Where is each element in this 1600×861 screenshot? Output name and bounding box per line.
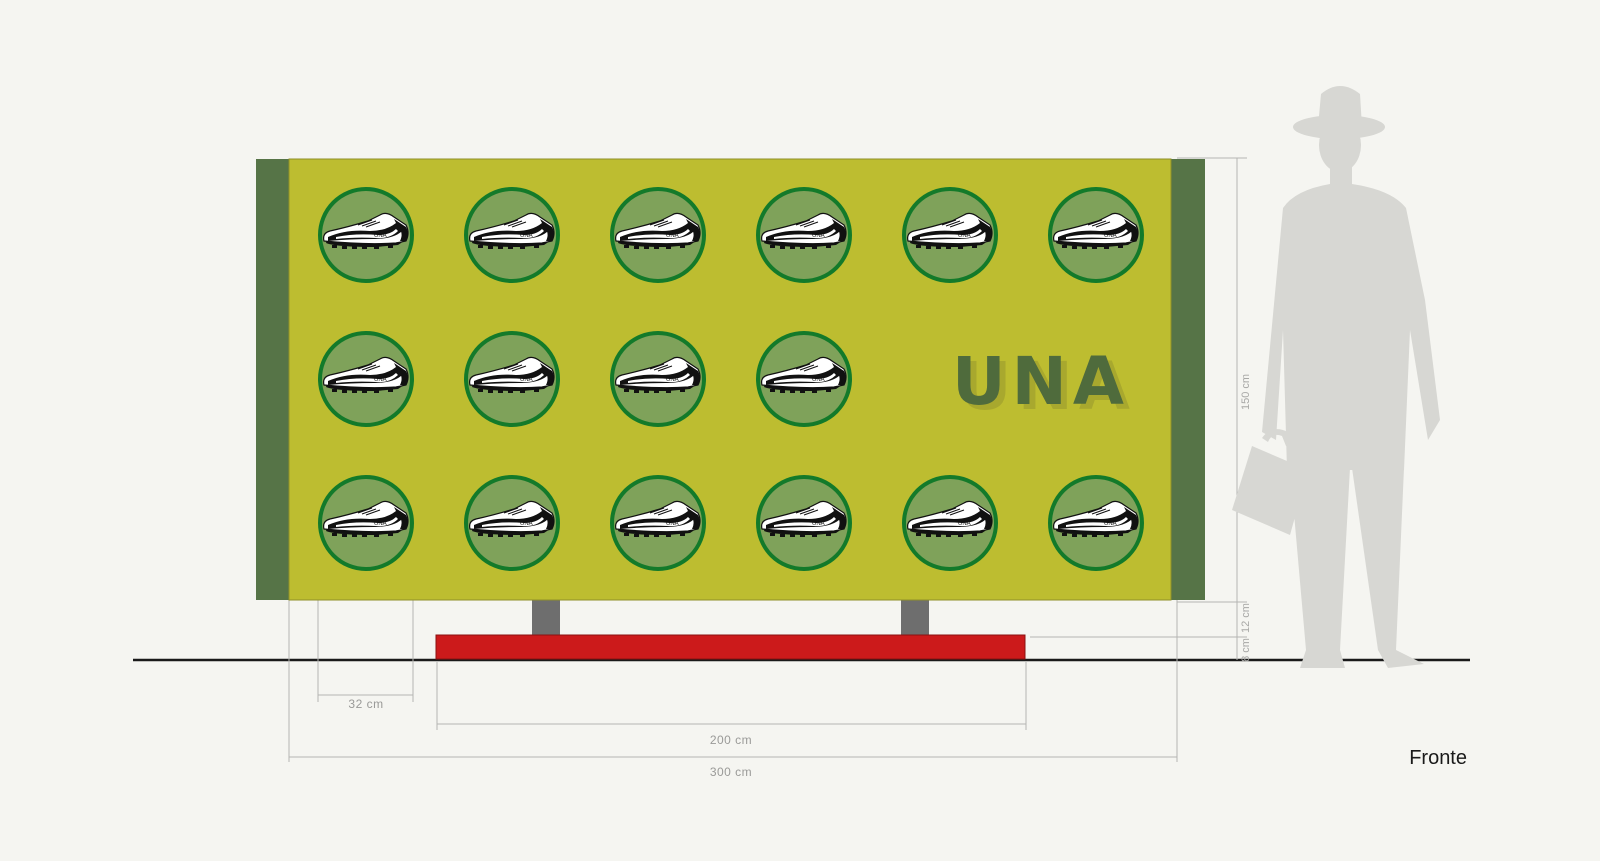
boot-logo-text: UNA (374, 521, 387, 527)
boot-logo-text: UNA (374, 233, 387, 239)
post-height-label: 12 cm (1240, 603, 1252, 633)
boot-logo-text: UNA (812, 233, 825, 239)
boot-logo-text: UNA (666, 233, 679, 239)
badge-diameter-label: 32 cm (348, 697, 383, 711)
boot-badge: UNA (756, 187, 852, 283)
red-base (435, 634, 1026, 660)
boot-logo-text: UNA (520, 521, 533, 527)
boot-badge: UNA (464, 187, 560, 283)
base-height-label: 8 cm (1240, 638, 1252, 662)
boot-badge: UNA (1048, 475, 1144, 571)
boot-badge: UNA (318, 331, 414, 427)
una-brand-logo: UNA UNA (952, 343, 1136, 425)
boot-logo-text: UNA (1104, 233, 1117, 239)
boot-badge: UNA (464, 475, 560, 571)
boot-logo-text: UNA (958, 521, 971, 527)
right-post (901, 598, 929, 635)
boot-logo-text: UNA (520, 233, 533, 239)
briefcase-icon (1232, 446, 1308, 535)
boot-badge: UNA (610, 331, 706, 427)
boot-badge: UNA (610, 475, 706, 571)
una-logo-shadow: UNA (958, 348, 1136, 425)
boot-logo-text: UNA (666, 521, 679, 527)
base-length-label: 200 cm (710, 733, 752, 747)
left-side-frame (256, 159, 290, 600)
boot-badge: UNA (318, 187, 414, 283)
boot-badge: UNA (1048, 187, 1144, 283)
panel-height-label: 150 cm (1240, 374, 1252, 410)
boot-logo-text: UNA (812, 377, 825, 383)
dimension-lines (288, 157, 1247, 762)
left-post (532, 598, 560, 635)
boot-badge: UNA (756, 331, 852, 427)
una-logo-text: UNA (952, 343, 1130, 420)
boot-logo-text: UNA (812, 521, 825, 527)
boot-logo-text: UNA (520, 377, 533, 383)
boot-badge: UNA (902, 187, 998, 283)
boot-logo-text: UNA (1104, 521, 1117, 527)
total-width-label: 300 cm (710, 765, 752, 779)
boot-badge: UNA (610, 187, 706, 283)
boot-badge: UNA (902, 475, 998, 571)
right-side-frame (1171, 159, 1205, 600)
view-label: Fronte (1409, 747, 1467, 769)
boot-logo-text: UNA (374, 377, 387, 383)
display-panel (288, 158, 1172, 601)
boot-badge: UNA (464, 331, 560, 427)
boot-logo-text: UNA (958, 233, 971, 239)
boot-logo-text: UNA (666, 377, 679, 383)
person-silhouette-icon (1232, 86, 1440, 668)
boot-badge: UNA (318, 475, 414, 571)
boot-badge: UNA (756, 475, 852, 571)
